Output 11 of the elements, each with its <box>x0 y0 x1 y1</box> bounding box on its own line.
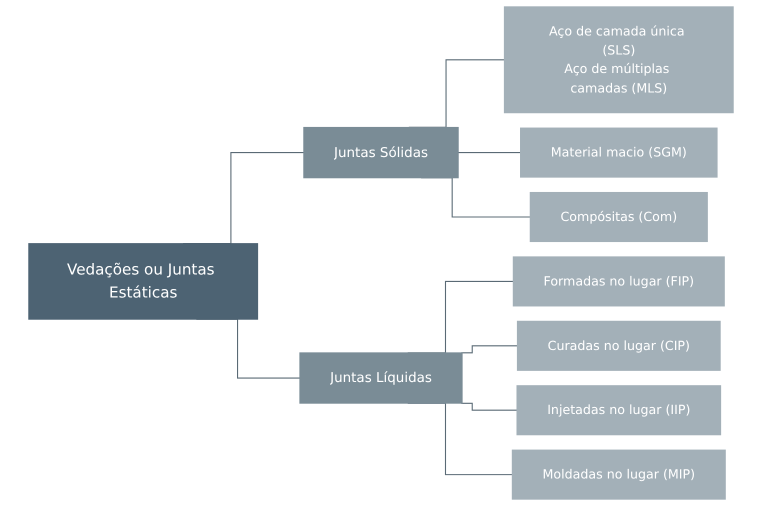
node-box: Formadas no lugar (FIP) <box>512 256 725 306</box>
node-box: Injetadas no lugar (IIP) <box>516 385 722 436</box>
node-box: Moldadas no lugar (MIP) <box>512 450 726 500</box>
connector <box>461 345 518 354</box>
node-box: Vedações ou Juntas Estáticas <box>28 243 258 320</box>
node-box: Aço de camada única (SLS) Aço de múltiplas camadas (MLS) <box>504 6 734 114</box>
node-box: Curadas no lugar (CIP) <box>516 320 721 371</box>
node-box: Compósitas (Com) <box>530 192 708 242</box>
node-box: Material macio (SGM) <box>520 128 718 178</box>
connector <box>461 402 517 411</box>
connector <box>458 152 520 154</box>
